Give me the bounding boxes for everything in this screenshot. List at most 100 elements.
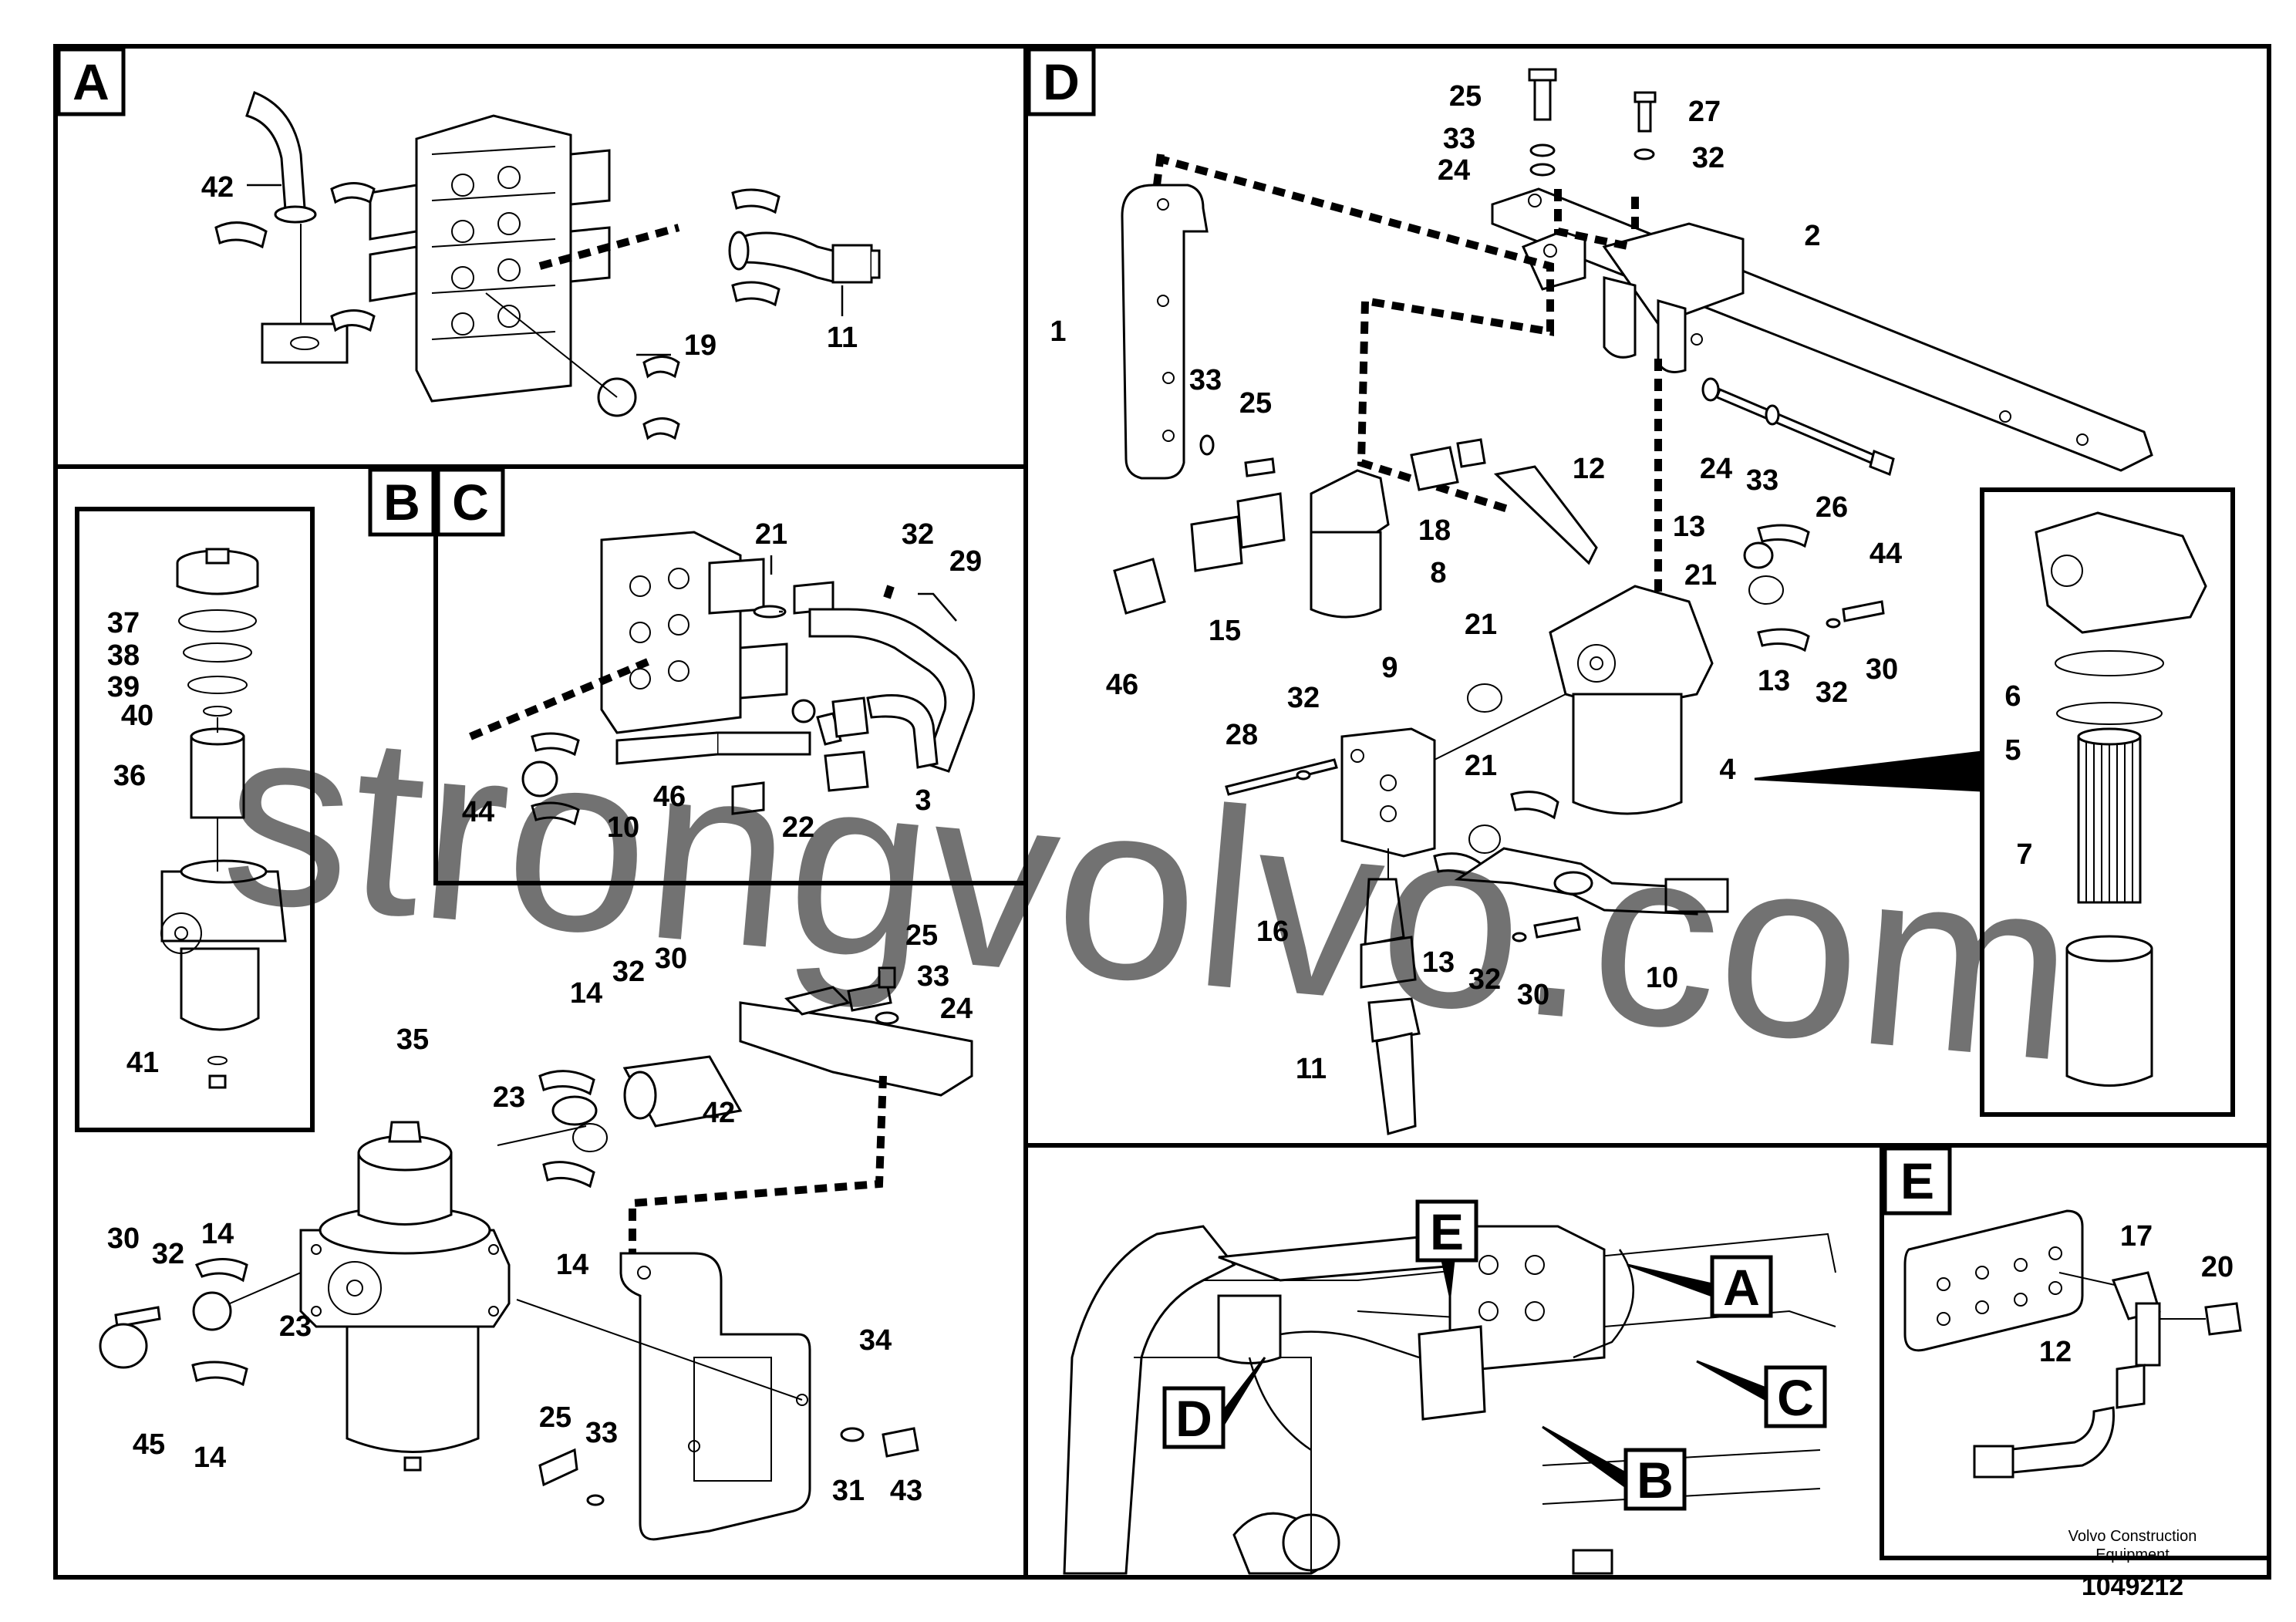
panel-letter-a: A bbox=[56, 47, 126, 116]
panel-b-label-32a: 32 bbox=[612, 956, 645, 988]
panel-c-labels: 21 32 29 44 10 46 22 3 bbox=[462, 518, 982, 844]
panel-frames bbox=[53, 44, 2271, 1580]
panel-d-label-32d: 32 bbox=[1468, 963, 1501, 996]
panel-b-label-33b: 33 bbox=[585, 1417, 618, 1449]
panel-letter-e-text: E bbox=[1900, 1152, 1934, 1209]
panel-d-label-30a: 30 bbox=[1866, 653, 1898, 686]
panel-letter-e: E bbox=[1883, 1146, 1952, 1216]
panel-d-label-27: 27 bbox=[1688, 96, 1721, 128]
panel-b-label-45: 45 bbox=[133, 1428, 165, 1461]
panel-d-label-6: 6 bbox=[2004, 680, 2021, 713]
panel-d-label-28: 28 bbox=[1226, 719, 1258, 751]
panel-d-label-46: 46 bbox=[1106, 669, 1138, 701]
panel-letter-c: C bbox=[436, 467, 505, 537]
panel-d-label-8: 8 bbox=[1430, 557, 1446, 589]
panel-c-label-22: 22 bbox=[782, 811, 814, 844]
panel-letter-d: D bbox=[1027, 47, 1096, 116]
panel-d-label-9: 9 bbox=[1381, 652, 1397, 684]
panel-b-label-36: 36 bbox=[113, 760, 146, 792]
panel-b-label-23b: 23 bbox=[279, 1310, 312, 1343]
panel-d-label-13c: 13 bbox=[1422, 946, 1455, 979]
panel-e-drawing bbox=[1903, 1209, 2242, 1479]
overview-callout-b: B bbox=[1637, 1452, 1674, 1509]
panel-d-label-13b: 13 bbox=[1758, 665, 1790, 697]
panel-c-label-44: 44 bbox=[462, 796, 494, 828]
watermark: strongvolvo.com bbox=[214, 669, 2085, 1115]
panel-c-label-32: 32 bbox=[902, 518, 934, 551]
panel-b-label-30b: 30 bbox=[107, 1222, 140, 1255]
panel-b-label-34: 34 bbox=[859, 1324, 892, 1357]
panel-b-label-38: 38 bbox=[107, 639, 140, 672]
panel-d-label-25b: 25 bbox=[1239, 387, 1272, 420]
panel-d-label-4: 4 bbox=[1719, 754, 1735, 786]
panel-d-label-1: 1 bbox=[1050, 315, 1066, 348]
panel-c-label-21: 21 bbox=[755, 518, 787, 551]
footer-company: Volvo Construction bbox=[2068, 1528, 2197, 1545]
panel-d-drawing bbox=[1113, 68, 2207, 1135]
panel-letter-a-text: A bbox=[72, 53, 110, 110]
panel-letter-c-text: C bbox=[452, 474, 489, 531]
panel-letter-d-text: D bbox=[1043, 53, 1080, 110]
panel-b-label-30a: 30 bbox=[655, 943, 687, 975]
panel-d-label-5: 5 bbox=[2004, 734, 2021, 767]
panel-d-label-44: 44 bbox=[1870, 538, 1902, 570]
panel-c-drawing bbox=[469, 531, 975, 826]
panel-d-label-15: 15 bbox=[1209, 615, 1241, 647]
panel-d-label-24a: 24 bbox=[1438, 154, 1470, 187]
panel-b-label-35: 35 bbox=[396, 1023, 429, 1056]
panel-b-labels: 37 38 39 40 36 41 35 14 32 30 23 42 25 3… bbox=[107, 607, 973, 1507]
panel-d-label-2: 2 bbox=[1804, 220, 1820, 252]
panel-d-label-7: 7 bbox=[2016, 838, 2032, 871]
overview-callout-c: C bbox=[1777, 1369, 1814, 1426]
overview-drawing: E A C D B bbox=[1063, 1199, 1836, 1575]
panel-c-label-3: 3 bbox=[915, 784, 931, 817]
panel-d-label-33b: 33 bbox=[1189, 364, 1222, 396]
panel-letter-b-text: B bbox=[383, 474, 420, 531]
panel-a-drawing bbox=[214, 91, 881, 440]
panel-b-label-43: 43 bbox=[890, 1475, 922, 1507]
panel-b-label-32b: 32 bbox=[152, 1238, 184, 1270]
panel-b-drawing bbox=[99, 548, 973, 1541]
panel-b-label-39: 39 bbox=[107, 671, 140, 703]
panel-b-label-14d: 14 bbox=[556, 1249, 588, 1281]
panel-e-label-20: 20 bbox=[2201, 1251, 2234, 1283]
panel-b-label-42: 42 bbox=[703, 1097, 735, 1129]
panel-b-label-40: 40 bbox=[121, 700, 153, 732]
panel-e-label-12: 12 bbox=[2039, 1336, 2072, 1368]
panel-d-label-21a: 21 bbox=[1684, 559, 1717, 592]
panel-d-label-10: 10 bbox=[1646, 962, 1678, 994]
overview-callout-a: A bbox=[1723, 1259, 1760, 1316]
panel-c-label-46: 46 bbox=[653, 781, 686, 813]
panel-c-label-10: 10 bbox=[607, 811, 639, 844]
panel-letter-b: B bbox=[368, 467, 436, 537]
overview-callout-d: D bbox=[1175, 1390, 1212, 1447]
panel-b-label-31: 31 bbox=[832, 1475, 865, 1507]
panel-a-label-42: 42 bbox=[201, 171, 234, 204]
panel-b-label-41: 41 bbox=[126, 1047, 159, 1079]
panel-b-label-37: 37 bbox=[107, 607, 140, 639]
panel-a-label-11: 11 bbox=[827, 322, 858, 354]
panel-e-labels: 17 20 12 bbox=[2039, 1220, 2234, 1368]
panel-a-labels: 42 19 11 bbox=[201, 171, 858, 362]
panel-b-label-25b: 25 bbox=[539, 1401, 571, 1434]
panel-d-label-21c: 21 bbox=[1465, 750, 1497, 782]
panel-d-label-33c: 33 bbox=[1746, 464, 1778, 497]
overview-callout-e: E bbox=[1430, 1203, 1464, 1260]
panel-b-label-33a: 33 bbox=[917, 960, 949, 993]
panel-d-label-26: 26 bbox=[1816, 491, 1848, 524]
panel-d-label-32c: 32 bbox=[1816, 676, 1848, 709]
panel-b-label-23a: 23 bbox=[493, 1081, 525, 1114]
panel-b-label-14a: 14 bbox=[570, 977, 602, 1010]
panel-b-label-14c: 14 bbox=[194, 1442, 226, 1474]
panel-d-label-32a: 32 bbox=[1692, 142, 1725, 174]
panel-d-label-16: 16 bbox=[1256, 916, 1289, 948]
panel-b-label-25a: 25 bbox=[905, 919, 938, 952]
footer-number: 1049212 bbox=[2082, 1572, 2183, 1601]
panel-a-label-19: 19 bbox=[684, 329, 716, 362]
panel-b-label-24: 24 bbox=[940, 993, 973, 1025]
panel-d-label-25a: 25 bbox=[1449, 80, 1482, 113]
panel-d-label-13a: 13 bbox=[1673, 511, 1705, 543]
panel-e-label-17: 17 bbox=[2120, 1220, 2153, 1253]
panel-d-labels: 25 33 24 27 32 2 1 33 25 18 12 24 33 26 … bbox=[1050, 80, 2032, 1085]
